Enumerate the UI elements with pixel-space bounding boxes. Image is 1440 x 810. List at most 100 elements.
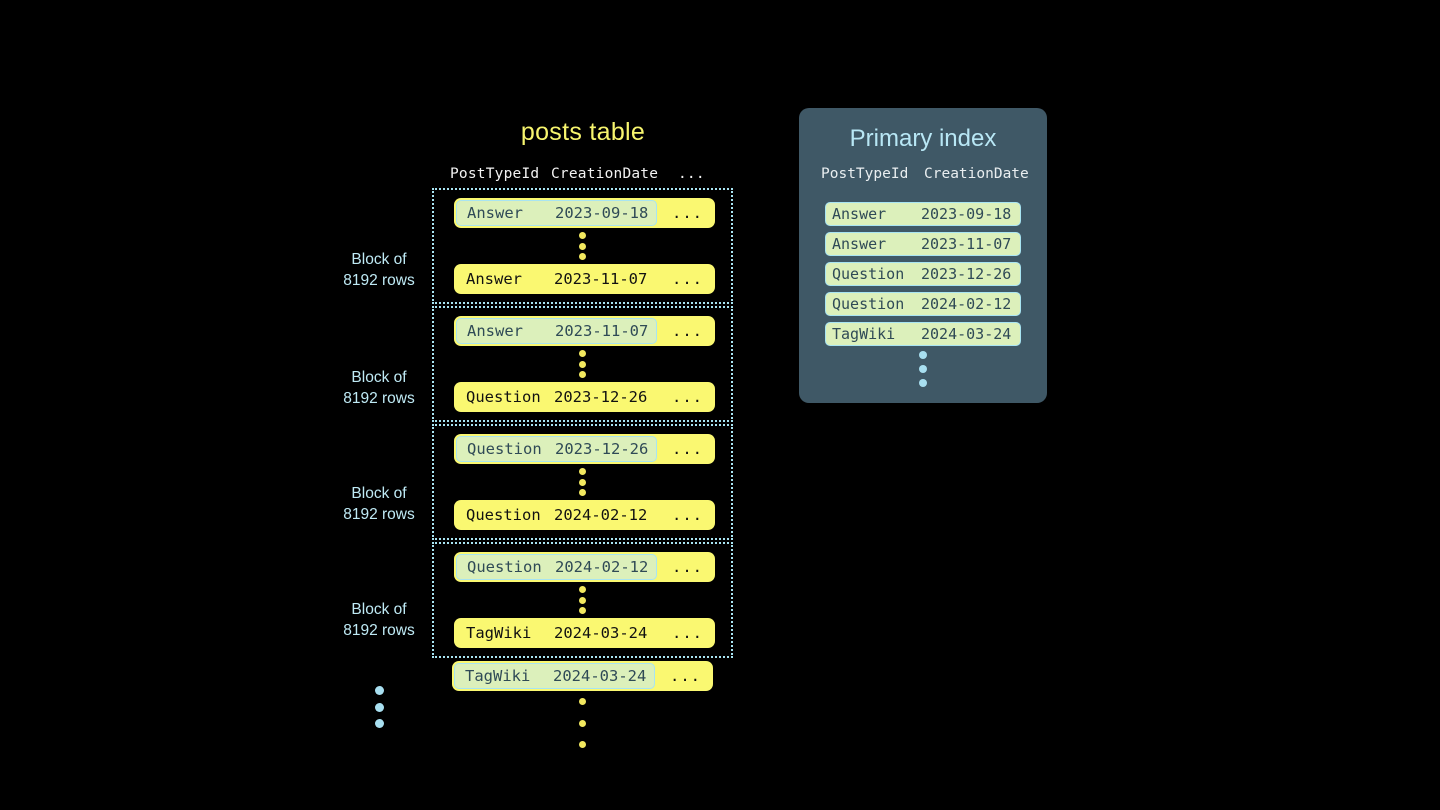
dot [579,741,586,748]
cell-more: ... [672,388,703,406]
cell-creationdate: 2024-02-12 [555,558,649,576]
table-row: Question 2023-12-26 ... [454,382,715,412]
row-key-highlight: TagWiki 2024-03-24 [454,663,655,689]
row-key-highlight: Answer 2023-09-18 [456,200,657,226]
cell-creationdate: 2023-09-18 [555,204,649,222]
primary-index-panel: Primary index PostTypeId CreationDate An… [799,108,1047,403]
block-row-group: Question 2024-02-12 ... TagWiki 2024-03-… [432,542,733,658]
dot [579,253,586,260]
dot [579,698,586,705]
dot [579,468,586,475]
dot [374,719,384,728]
row-ellipsis-dots [434,586,731,614]
index-cell-posttypeid: Question [832,295,905,313]
block-label-line1: Block of [351,369,407,386]
cell-creationdate: 2024-03-24 [554,624,648,642]
index-cell-posttypeid: Question [832,265,905,283]
cell-creationdate: 2024-03-24 [553,667,647,685]
cell-posttypeid: Question [467,558,542,576]
blocks-continuation-dots [361,686,397,728]
posts-table-blocks: Answer 2023-09-18 ... Answer 2023-11-07 … [432,188,733,660]
index-cell-creationdate: 2024-03-24 [921,325,1012,343]
row-key-highlight: Question 2024-02-12 [456,554,657,580]
cell-more: ... [672,440,703,458]
block-label-line2: 8192 rows [343,506,415,523]
table-continuation-dots [452,698,713,748]
cell-posttypeid: Answer [467,322,523,340]
dot [579,596,586,604]
block-label: Block of 8192 rows [333,367,425,409]
index-row: Question 2024-02-12 [825,292,1021,316]
column-header-creationdate: CreationDate [551,166,659,182]
column-header-more: ... [678,166,705,182]
table-row: Question 2023-12-26 ... [454,434,715,464]
index-cell-posttypeid: Answer [832,235,887,253]
row-key-group: Question 2024-02-12 [456,502,657,528]
table-row: Answer 2023-11-07 ... [454,316,715,346]
primary-index-rows: Answer 2023-09-18 Answer 2023-11-07 Ques… [825,202,1021,352]
block-label-line1: Block of [351,485,407,502]
row-key-group: Answer 2023-11-07 [456,266,657,292]
index-cell-posttypeid: TagWiki [832,325,896,343]
dot [579,719,586,727]
row-key-group: Question 2023-12-26 [456,384,657,410]
table-row: Answer 2023-11-07 ... [454,264,715,294]
dot [579,478,586,486]
row-ellipsis-dots [434,232,731,260]
index-row: Answer 2023-11-07 [825,232,1021,256]
primary-index-title: Primary index [849,125,997,152]
cell-more: ... [670,667,701,685]
dot [579,360,586,368]
table-row: Question 2024-02-12 ... [454,500,715,530]
cell-creationdate: 2023-11-07 [554,270,648,288]
table-row: Question 2024-02-12 ... [454,552,715,582]
cell-more: ... [672,270,703,288]
block-row-group: Question 2023-12-26 ... Question 2024-02… [432,424,733,540]
posts-table-title: posts table [520,118,646,146]
block-label: Block of 8192 rows [333,599,425,641]
column-header-posttypeid: PostTypeId [450,166,540,182]
dot [579,242,586,250]
dot [579,371,586,378]
index-cell-creationdate: 2023-09-18 [921,205,1012,223]
cell-posttypeid: Question [466,506,541,524]
dot [374,686,384,695]
dot [579,607,586,614]
cell-creationdate: 2024-02-12 [554,506,648,524]
cell-more: ... [672,624,703,642]
index-column-header-creationdate: CreationDate [924,166,1029,182]
index-cell-creationdate: 2023-11-07 [921,235,1012,253]
dot [919,351,927,359]
dot [374,702,384,712]
block-label-line2: 8192 rows [343,622,415,639]
cell-posttypeid: Question [466,388,541,406]
index-row: TagWiki 2024-03-24 [825,322,1021,346]
block-label-line1: Block of [351,601,407,618]
block-row-group: Answer 2023-09-18 ... Answer 2023-11-07 … [432,188,733,304]
row-ellipsis-dots [434,468,731,496]
table-row-trailing: TagWiki 2024-03-24 ... [452,661,713,691]
index-continuation-dots [799,351,1047,387]
block-label-line2: 8192 rows [343,272,415,289]
block-label-line2: 8192 rows [343,390,415,407]
cell-more: ... [672,506,703,524]
block-label-line1: Block of [351,251,407,268]
row-key-highlight: Answer 2023-11-07 [456,318,657,344]
cell-posttypeid: Question [467,440,542,458]
block-label: Block of 8192 rows [333,249,425,291]
cell-more: ... [672,558,703,576]
posts-table-column-headers: PostTypeId CreationDate ... [433,166,733,186]
index-row: Question 2023-12-26 [825,262,1021,286]
table-row: Answer 2023-09-18 ... [454,198,715,228]
index-column-header-posttypeid: PostTypeId [821,166,909,182]
cell-posttypeid: Answer [466,270,522,288]
index-cell-creationdate: 2024-02-12 [921,295,1012,313]
cell-more: ... [672,322,703,340]
cell-posttypeid: TagWiki [466,624,532,642]
cell-creationdate: 2023-12-26 [555,440,649,458]
table-row: TagWiki 2024-03-24 ... [454,618,715,648]
dot [579,232,586,239]
cell-posttypeid: TagWiki [465,667,531,685]
block-row-group: Answer 2023-11-07 ... Question 2023-12-2… [432,306,733,422]
cell-creationdate: 2023-11-07 [555,322,649,340]
